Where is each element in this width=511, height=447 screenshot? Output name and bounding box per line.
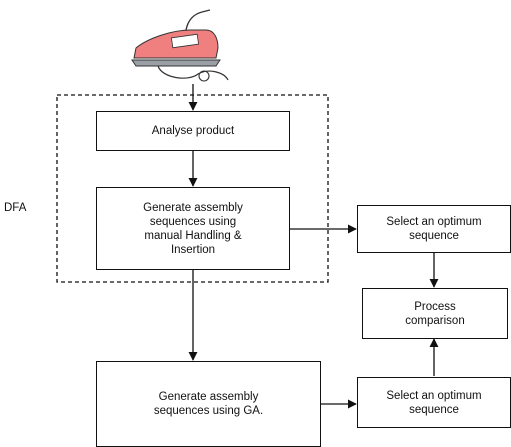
generate-ga-sequences-box: Generate assembly sequences using GA. xyxy=(96,361,321,447)
analyse-product-box: Analyse product xyxy=(96,111,290,151)
select-optimum-bottom-box: Select an optimum sequence xyxy=(357,377,511,428)
clothes-iron-icon xyxy=(131,9,229,82)
select-optimum-top-box: Select an optimum sequence xyxy=(357,205,511,253)
dfa-group-label: DFA xyxy=(4,202,27,214)
generate-manual-sequences-box: Generate assembly sequences using manual… xyxy=(96,187,290,270)
process-comparison-box: Process comparison xyxy=(362,288,508,339)
